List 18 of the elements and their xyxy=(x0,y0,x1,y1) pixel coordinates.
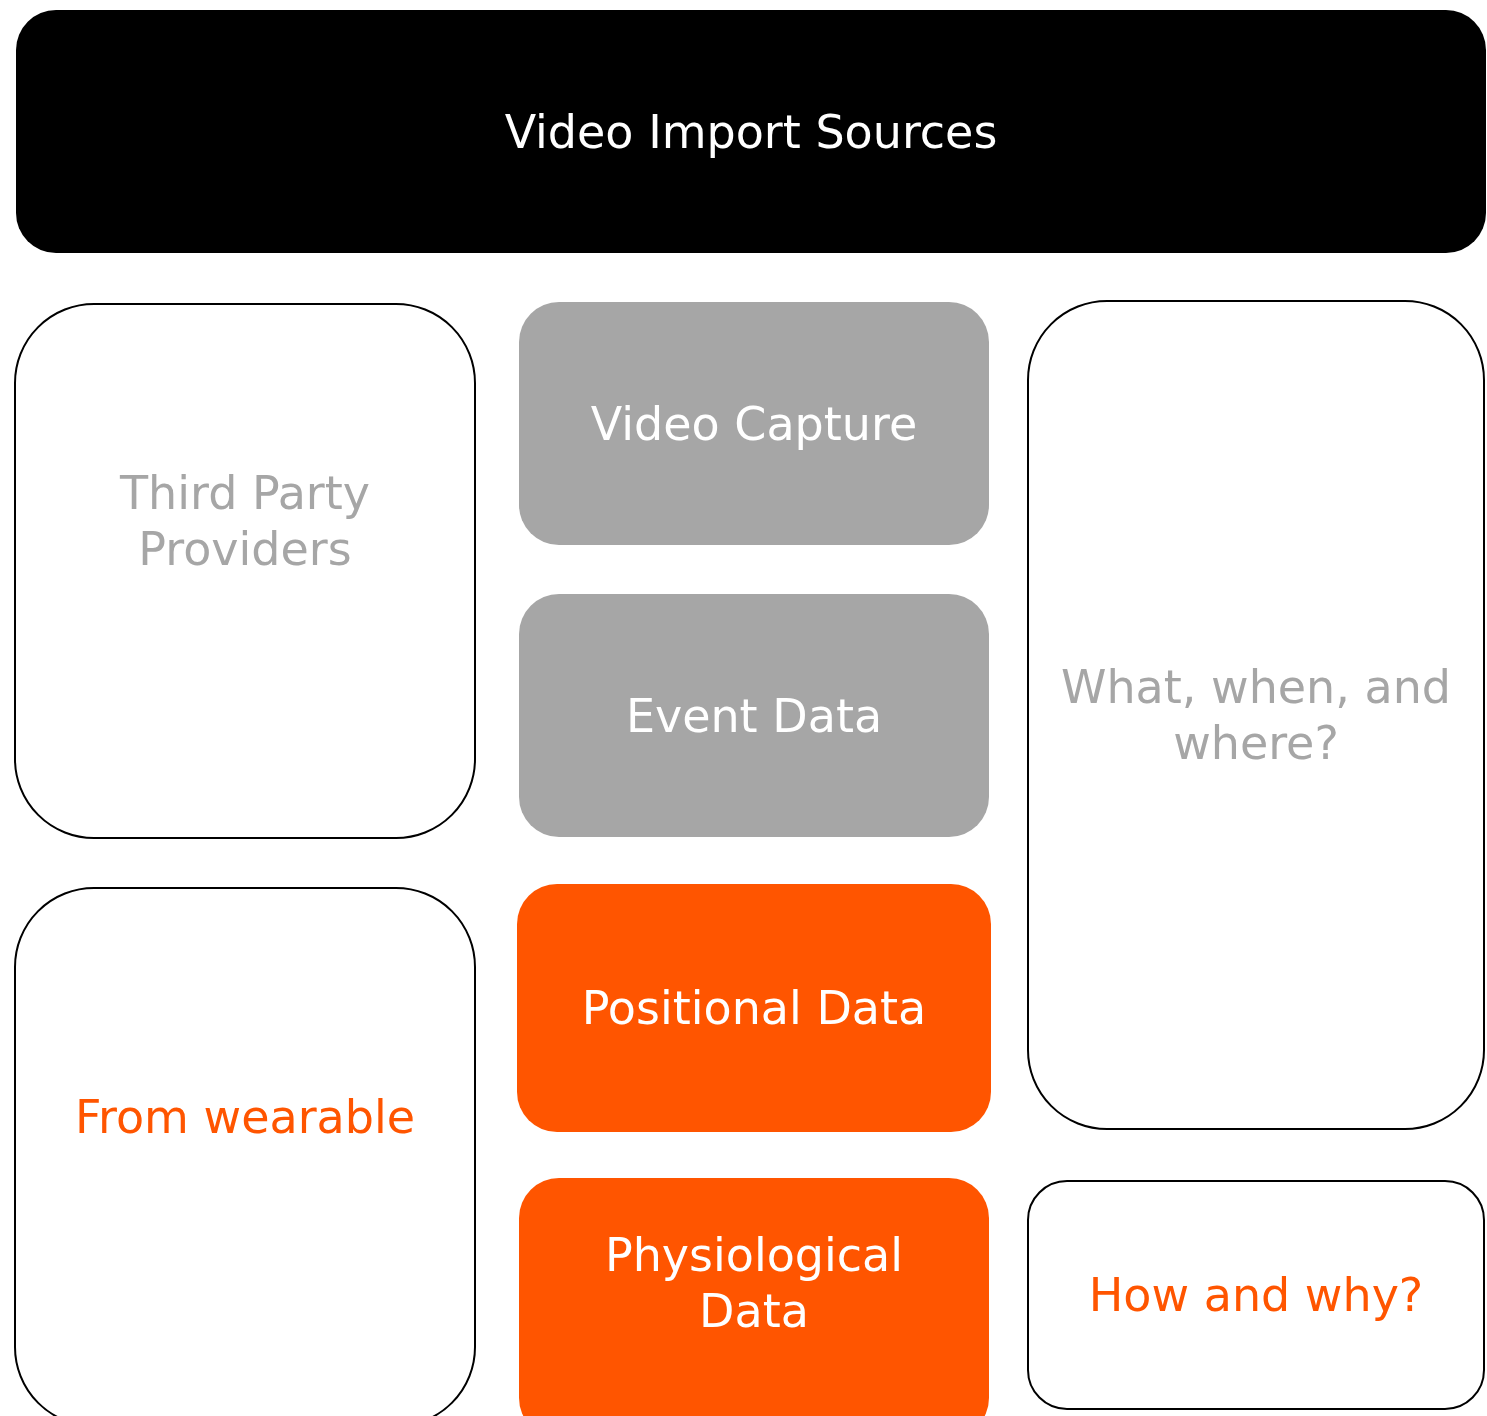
box-label: What, when, and where? xyxy=(1059,659,1453,771)
data-box xyxy=(519,1178,989,1416)
box-label: Positional Data xyxy=(581,980,927,1036)
question-box xyxy=(1027,300,1485,1130)
data-box xyxy=(519,594,989,837)
question-box xyxy=(1027,1180,1485,1410)
data-box xyxy=(517,884,991,1132)
box-label: Physiological Data xyxy=(603,1227,905,1339)
header-banner xyxy=(16,10,1486,253)
box-label: From wearable xyxy=(74,1089,416,1145)
box-label: Video Import Sources xyxy=(504,103,998,160)
category-box xyxy=(14,303,476,839)
category-box xyxy=(14,887,476,1416)
box-label: Third Party Providers xyxy=(119,465,371,577)
data-box xyxy=(519,302,989,545)
box-label: How and why? xyxy=(1088,1267,1424,1323)
box-label: Event Data xyxy=(625,687,883,744)
box-label: Video Capture xyxy=(590,395,918,452)
